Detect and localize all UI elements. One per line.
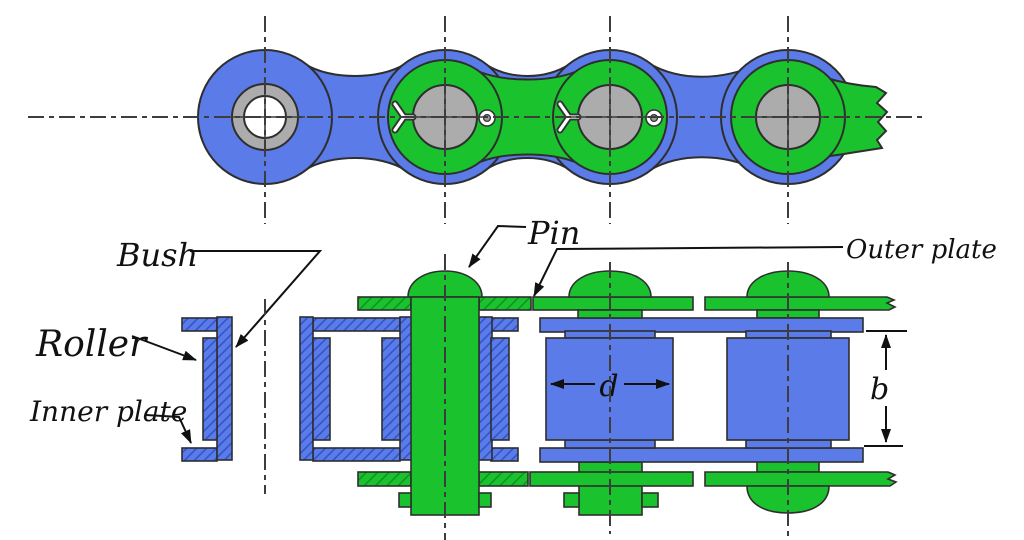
pin-ends-plan	[231, 83, 821, 151]
outer-plate-leader-arrow	[533, 246, 844, 297]
outer-plate-top-torn	[704, 296, 897, 311]
plan-centerlines	[28, 16, 922, 224]
section-view: d b Bush Roller Inner plate Pin Outer pl…	[29, 214, 997, 540]
section-centerlines	[264, 254, 789, 540]
roller-label: Roller	[35, 324, 148, 365]
inner-plate-leader-arrow	[145, 414, 192, 444]
pin-label: Pin	[527, 214, 580, 252]
pin1-collar	[478, 492, 492, 508]
pin1-head-dome	[407, 270, 483, 298]
outer-plate-top	[357, 296, 897, 311]
bush-label: Bush	[116, 236, 198, 274]
plan-view	[28, 16, 922, 224]
pin2-collar	[641, 492, 659, 508]
pin1-collar	[398, 492, 412, 508]
dimension-b: b	[864, 330, 907, 447]
dimension-b-label: b	[870, 372, 889, 407]
outer-plate-bottom-torn	[704, 471, 898, 487]
inner-plate-bottom-outside	[539, 447, 864, 463]
pin-leader-arrow	[468, 224, 527, 268]
roller-sectioned	[202, 337, 510, 441]
outer-plate-label: Outer plate	[846, 235, 997, 265]
bush-sectioned	[216, 316, 493, 461]
pin2-collar	[563, 492, 580, 508]
roller-leader-arrow	[131, 335, 197, 361]
inner-plate-label: Inner plate	[29, 395, 187, 428]
inner-plate-top-outside	[539, 317, 864, 333]
outer-plate-bottom	[357, 471, 898, 487]
